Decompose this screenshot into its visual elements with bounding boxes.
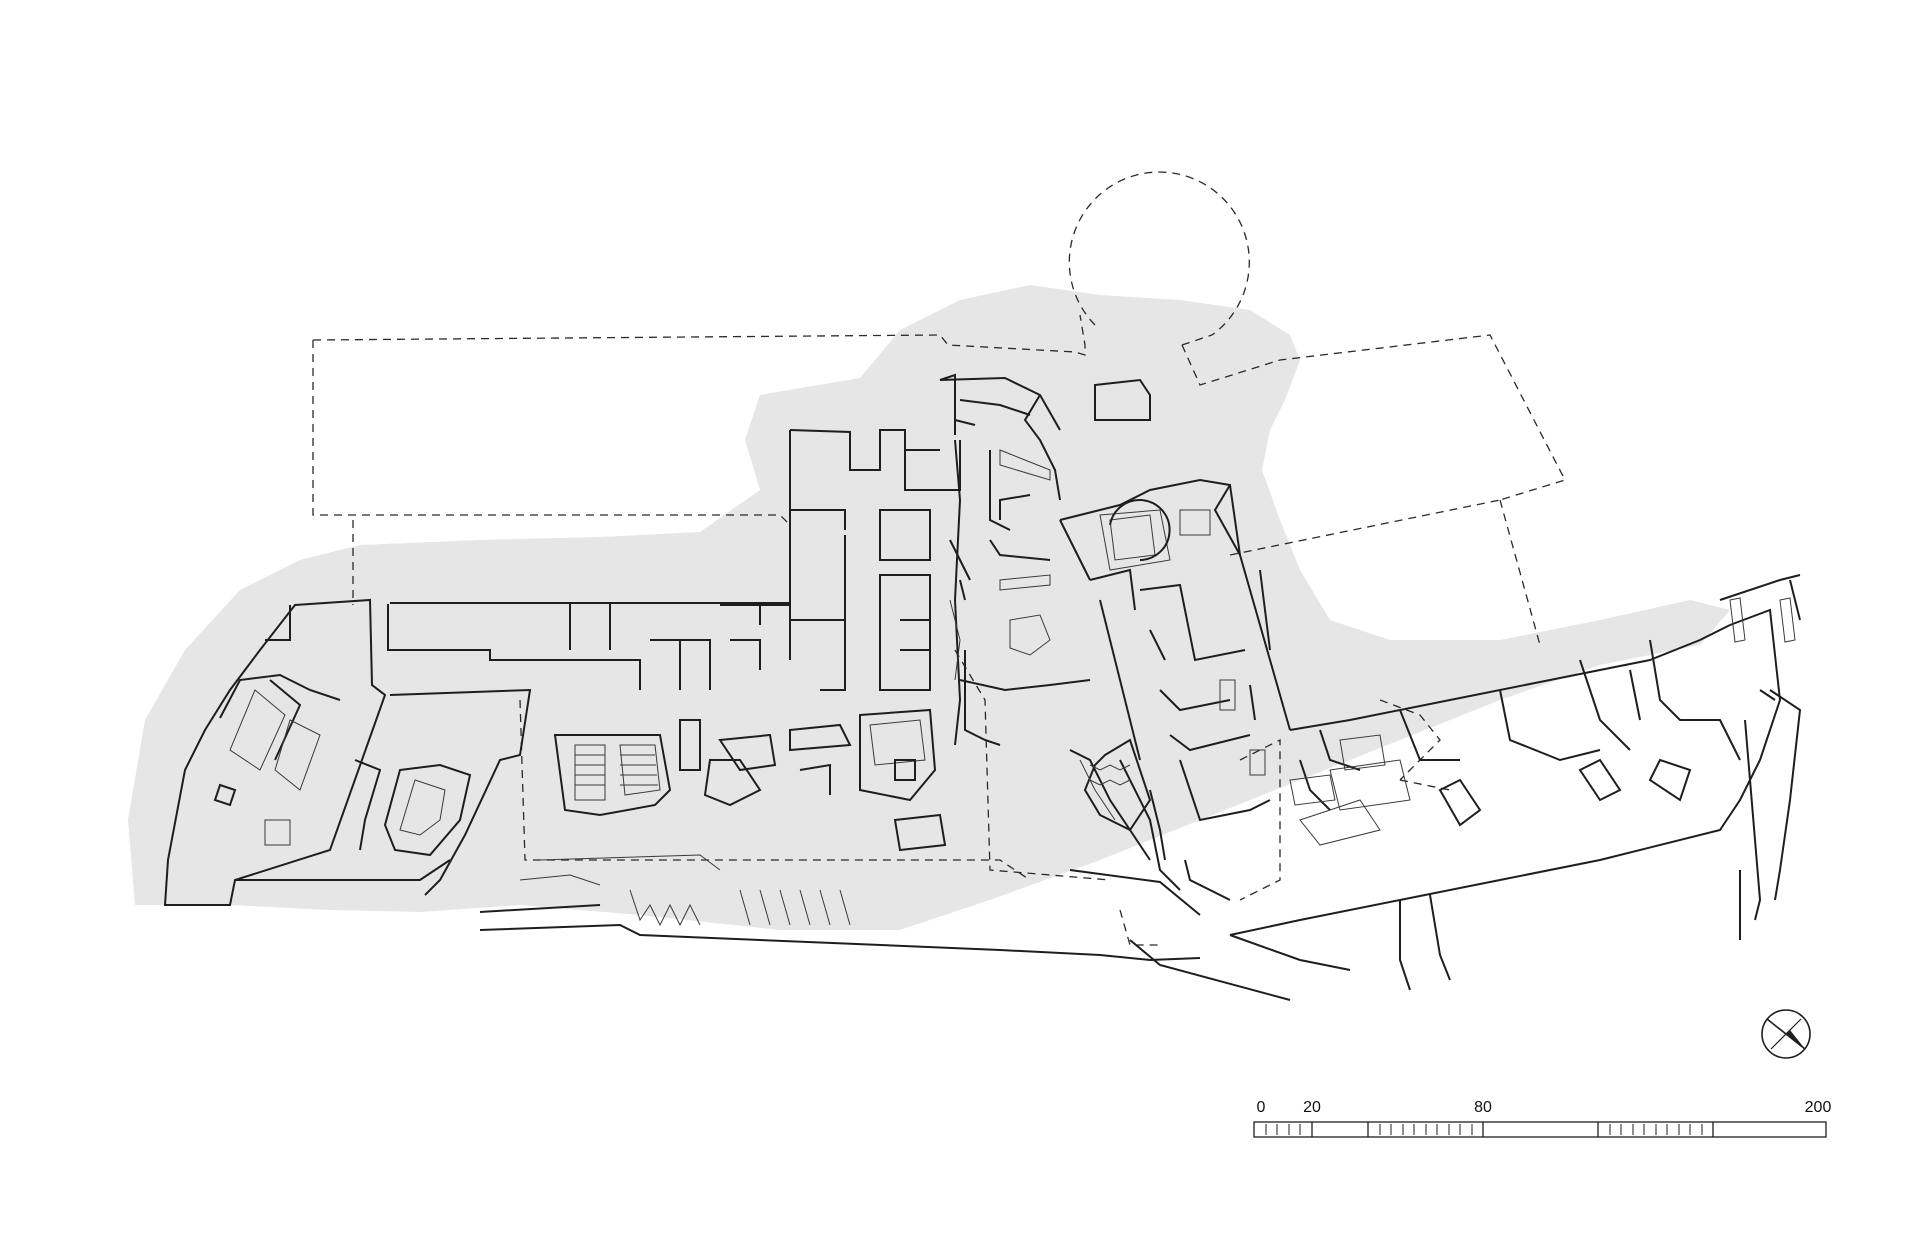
scale-label-20: 20 xyxy=(1303,1099,1321,1116)
north-arrow-icon xyxy=(1761,1009,1811,1059)
scale-label-200: 200 xyxy=(1805,1099,1832,1116)
scale-label-80: 80 xyxy=(1474,1099,1492,1116)
scale-bar: 0 20 80 200 xyxy=(1253,1099,1832,1138)
interior-details xyxy=(519,378,1386,927)
scale-label-0: 0 xyxy=(1257,1099,1266,1116)
ghost-outlines xyxy=(312,171,1566,946)
building-walls xyxy=(163,373,1802,1001)
